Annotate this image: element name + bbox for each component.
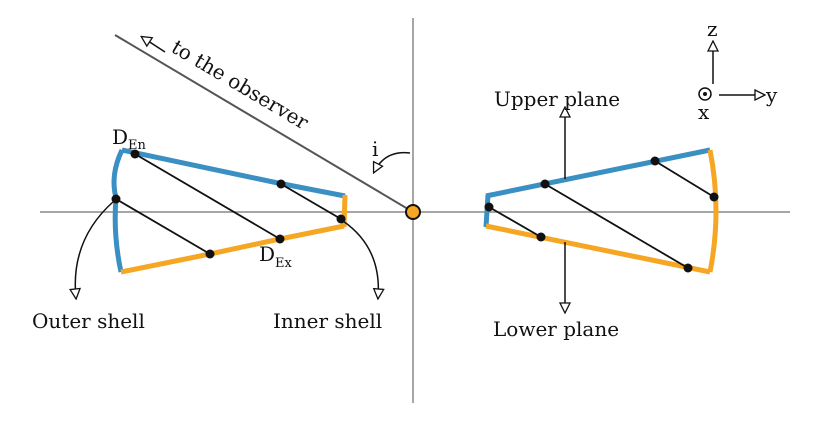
right-ray-3 (654, 160, 715, 198)
right-point-outer (709, 192, 719, 202)
left-ray-2 (134, 153, 281, 240)
outer-shell-label: Outer shell (32, 309, 145, 333)
d-en-label: D (112, 125, 128, 149)
d-en-subscript: En (128, 138, 146, 153)
left-point-upper (276, 179, 286, 189)
left-upper-plane (121, 147, 346, 199)
lower-plane-label: Lower plane (493, 317, 619, 341)
left-point-exit (275, 234, 285, 244)
left-outer-shell-upper (111, 148, 125, 199)
right-ray-2 (544, 183, 689, 269)
d-ex-subscript: Ex (275, 256, 292, 271)
right-outer-shell (707, 149, 719, 273)
central-source (405, 204, 421, 220)
d-ex-label: D (259, 242, 275, 266)
left-point-lower-1 (205, 249, 215, 259)
right-disk (483, 147, 719, 275)
observer-line (114, 34, 414, 213)
inclination-arrow (374, 151, 411, 172)
left-lower-plane (120, 223, 345, 275)
right-ray-1 (488, 206, 542, 238)
x-axis-label: x (698, 100, 710, 124)
z-axis-label: z (707, 17, 718, 41)
left-point-entry (130, 149, 140, 159)
x-axis-dot (703, 92, 707, 96)
right-point-upper-2 (650, 156, 660, 166)
left-ray-3 (280, 183, 342, 220)
right-lower-plane (485, 223, 711, 275)
right-point-lower-1 (536, 232, 546, 242)
inclination-label: i (372, 137, 378, 161)
observer-label: to the observer (167, 35, 313, 135)
inner-shell-arrow (342, 220, 378, 298)
upper-plane-label: Upper plane (494, 87, 620, 111)
outer-shell-arrow (75, 200, 115, 298)
left-ray-1 (115, 198, 211, 255)
inner-shell-label: Inner shell (273, 309, 382, 333)
coordinate-system: z y x (698, 17, 778, 124)
y-axis-label: y (765, 83, 778, 107)
right-point-upper-1 (540, 179, 550, 189)
left-disk (111, 147, 348, 275)
right-point-lower-2 (683, 263, 693, 273)
observer-arrow (142, 37, 166, 53)
right-point-inner (484, 202, 494, 212)
right-upper-plane (485, 147, 711, 199)
left-outer-shell-lower (112, 197, 124, 273)
